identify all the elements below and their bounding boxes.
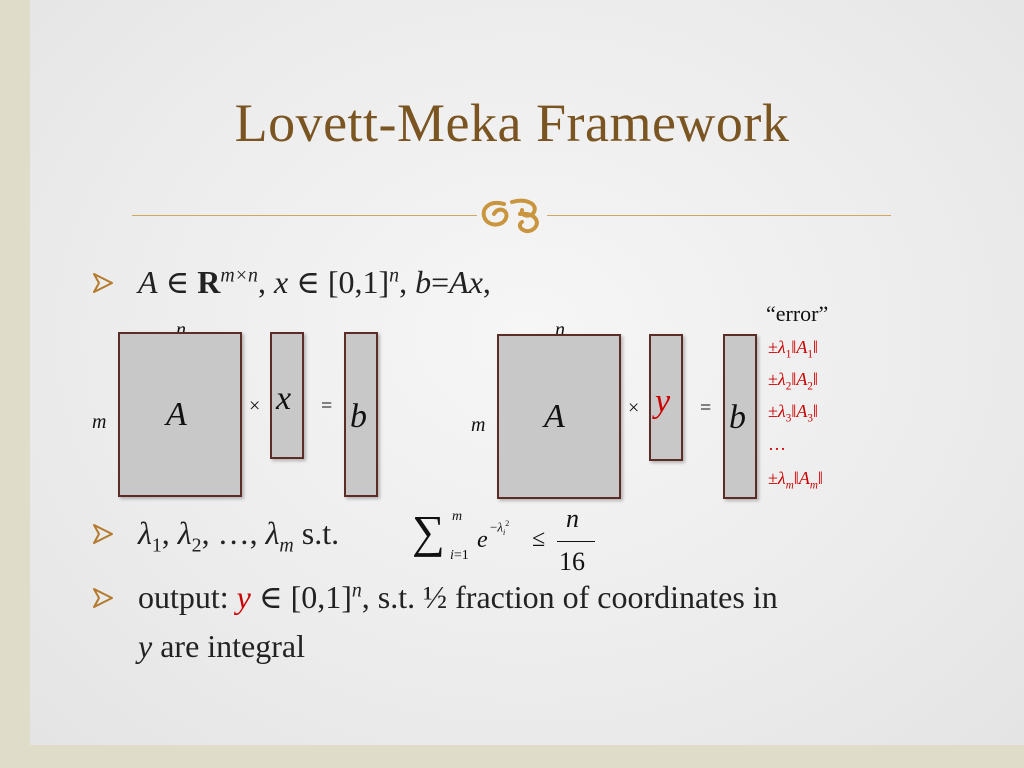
less-equal-operator: ≤ [532,526,546,552]
vector-x-box [270,332,304,459]
vector-b-box [723,334,757,499]
equals-operator: = [321,395,333,417]
bullet-3-continuation: y are integral [138,628,305,664]
dimension-m-label: m [471,414,486,436]
bullet-1-text: A ∈ Rm×n, x ∈ [0,1]n, b=Ax, [138,264,491,300]
error-row: ±λ2‖A2‖ [768,369,818,393]
times-operator: × [628,397,640,419]
dimension-n-label: n [555,319,565,341]
vector-y-box [649,334,683,461]
bullet-arrow-icon [93,524,113,544]
equals-operator: = [700,397,712,419]
error-ellipsis: … [768,434,786,454]
summation-lower-limit: i=1 [450,548,469,563]
summation-upper-limit: m [452,509,463,524]
summation-symbol: ∑ [412,506,445,557]
bullet-2-text: λ1, λ2, …, λm s.t. [138,515,340,557]
exponential-base: e [477,527,488,553]
error-row: ±λ3‖A3‖ [768,401,818,425]
fraction-denominator: 16 [559,547,585,576]
matrix-A-label: A [544,398,565,435]
dimension-m-label: m [92,411,107,433]
vector-b-box [344,332,378,497]
vector-b-label: b [350,398,367,435]
flourish-ornament-icon [481,198,539,233]
exponent: −λi2 [490,519,510,537]
matrix-A-label: A [166,396,187,433]
slide-title: Lovett-Meka Framework [234,93,790,153]
bullet-arrow-icon [93,588,113,608]
error-row: ±λm‖Am‖ [768,468,823,492]
bullet-3-text: output: y ∈ [0,1]n, s.t. ½ fraction of c… [138,579,778,615]
times-operator: × [249,395,261,417]
error-heading: “error” [766,301,829,326]
vector-x-label: x [276,380,292,417]
title-divider-right [547,215,891,216]
error-row: ±λ1‖A1‖ [768,337,818,361]
title-divider-left [132,215,477,216]
vector-b-label: b [729,399,746,436]
vector-y-label: y [655,383,671,420]
bullet-arrow-icon [93,273,113,293]
fraction-bar [557,541,595,542]
matrix-A-box [497,334,621,499]
fraction-numerator: n [566,504,579,533]
dimension-n-label: n [176,319,186,341]
matrix-A-box [118,332,242,497]
